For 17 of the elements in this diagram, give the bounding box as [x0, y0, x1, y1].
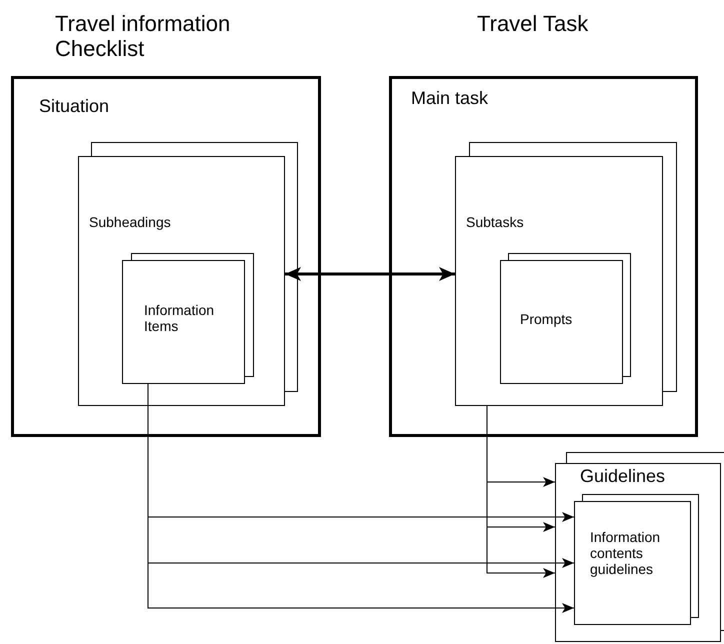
heading: Travel Task — [477, 11, 590, 36]
stacked-card — [78, 156, 285, 406]
box-label: Information Items — [144, 302, 216, 334]
box-label: Subheadings — [89, 214, 172, 230]
stacked-card — [455, 156, 663, 406]
box-label: Main task — [411, 88, 490, 109]
box-label: Information contents guidelines — [590, 529, 662, 578]
box-label: Situation — [39, 96, 110, 117]
stacked-card — [555, 463, 721, 642]
heading: Travel information Checklist — [55, 11, 232, 62]
box-label: Guidelines — [580, 466, 666, 487]
stacked-card — [500, 260, 623, 384]
box-label: Prompts — [520, 311, 574, 328]
double-arrow — [285, 267, 455, 281]
stacked-card — [122, 260, 245, 384]
box-label: Subtasks — [466, 214, 525, 230]
stacked-card — [574, 501, 691, 625]
